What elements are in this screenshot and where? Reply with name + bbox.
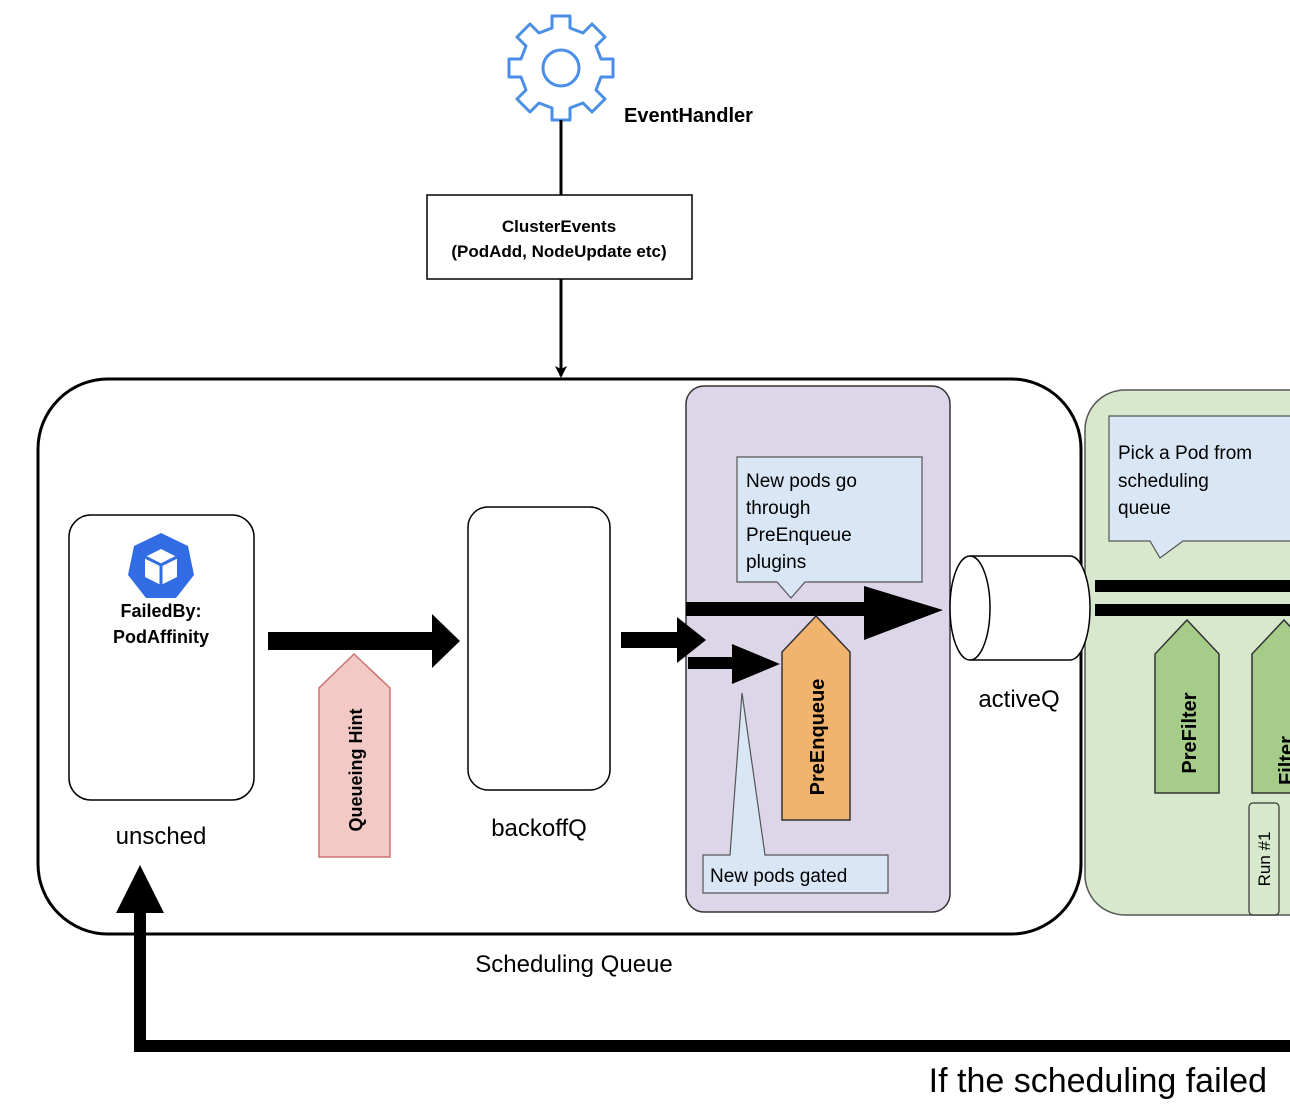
event-handler-label: EventHandler bbox=[624, 105, 753, 127]
arrow-backoffq-to-preenqueue bbox=[621, 617, 706, 663]
cluster-events-box bbox=[426, 194, 693, 280]
filter-label: Filter bbox=[1276, 736, 1290, 785]
run-badge: Run #1 bbox=[1248, 802, 1280, 916]
arrow-to-preenqueue bbox=[688, 644, 780, 684]
activeq-label: activeQ bbox=[978, 686, 1059, 713]
prefilter-plugin: PreFilter bbox=[1154, 618, 1220, 794]
run-label: Run #1 bbox=[1255, 832, 1274, 887]
failure-path-label: If the scheduling failed bbox=[929, 1062, 1267, 1100]
failed-by-label: FailedBy: bbox=[120, 601, 201, 621]
unsched-label: unsched bbox=[116, 823, 207, 850]
failed-by-reason: PodAffinity bbox=[113, 627, 209, 647]
kubernetes-pod-icon bbox=[128, 533, 194, 598]
arrow-to-activeq bbox=[686, 586, 943, 640]
cycle-bar-bottom bbox=[1095, 604, 1290, 616]
queueing-hint-plugin: Queueing Hint bbox=[318, 652, 391, 858]
failure-return-arrow bbox=[116, 865, 1290, 1052]
gated-note: New pods gated bbox=[702, 692, 889, 894]
cluster-events-title: ClusterEvents bbox=[502, 217, 616, 236]
preenqueue-note-line1: New pods go bbox=[746, 471, 857, 492]
backoffq-label: backoffQ bbox=[491, 815, 587, 842]
pick-pod-note-line3: queue bbox=[1118, 498, 1171, 519]
activeq-cylinder bbox=[949, 555, 1091, 661]
cluster-events-subtitle: (PodAdd, NodeUpdate etc) bbox=[451, 242, 666, 261]
queueing-hint-label: Queueing Hint bbox=[346, 709, 366, 832]
cycle-bar-top bbox=[1095, 580, 1290, 592]
preenqueue-note: New pods go through PreEnqueue plugins bbox=[736, 456, 923, 599]
preenqueue-note-line3: PreEnqueue bbox=[746, 525, 852, 546]
scheduling-queue-label: Scheduling Queue bbox=[475, 951, 672, 978]
pick-pod-note-line1: Pick a Pod from bbox=[1118, 443, 1252, 464]
pick-pod-note-line2: scheduling bbox=[1118, 471, 1209, 492]
prefilter-label: PreFilter bbox=[1179, 692, 1201, 773]
preenqueue-note-line2: through bbox=[746, 498, 810, 519]
pick-pod-note: Pick a Pod from scheduling queue bbox=[1108, 415, 1290, 559]
gear-icon bbox=[507, 14, 615, 122]
backoffq-box bbox=[467, 506, 611, 791]
scheduling-queue-box bbox=[36, 377, 1083, 936]
unsched-box bbox=[68, 514, 255, 801]
filter-plugin: Filter bbox=[1251, 618, 1290, 794]
preenqueue-note-line4: plugins bbox=[746, 552, 806, 573]
gated-note-label: New pods gated bbox=[710, 866, 847, 887]
preenqueue-plugin: PreEnqueue bbox=[781, 614, 851, 821]
arrow-unsched-to-backoffq bbox=[268, 614, 460, 668]
preenqueue-label: PreEnqueue bbox=[807, 679, 829, 796]
